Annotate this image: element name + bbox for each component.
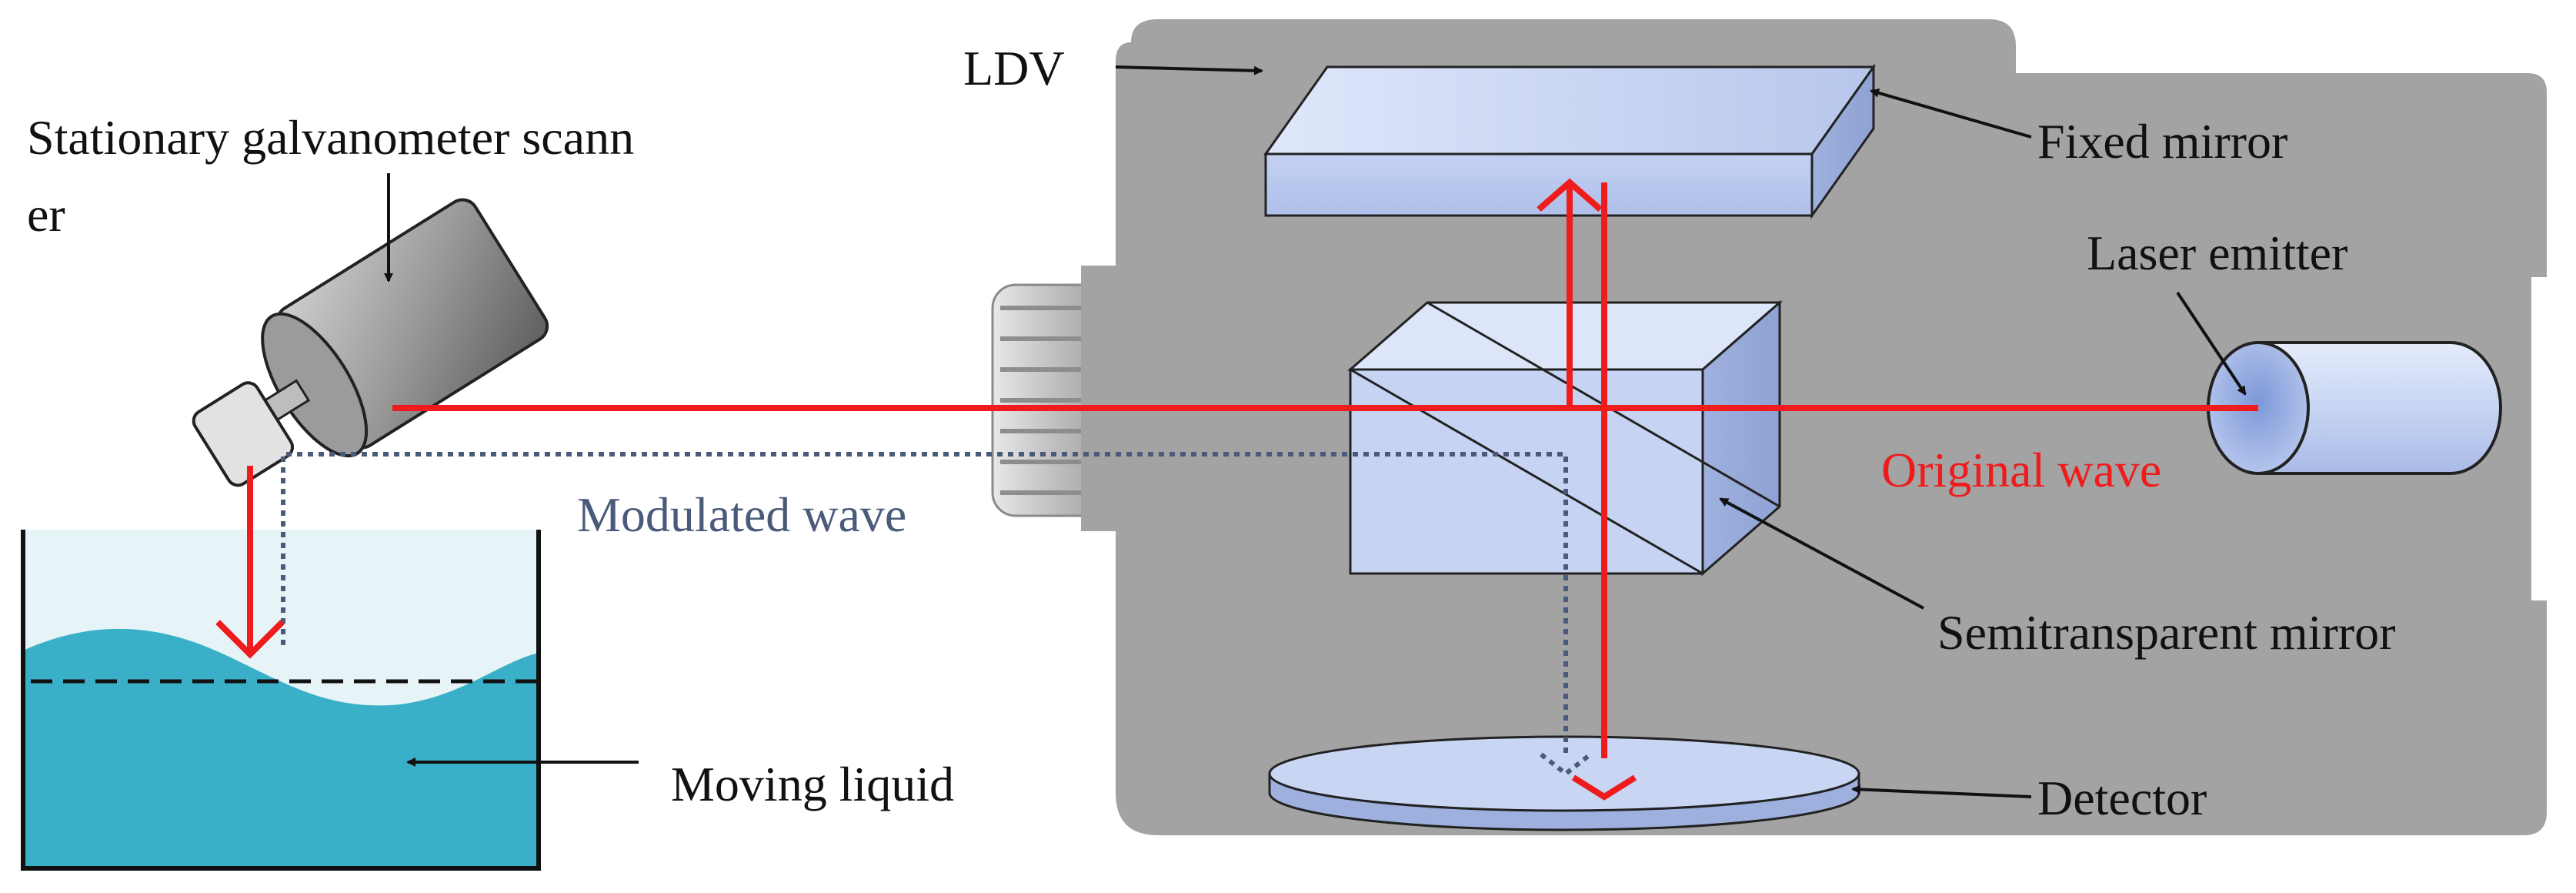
- modulated-wave-path: [281, 452, 1592, 777]
- pointer-arrows: [384, 65, 2247, 798]
- label-detector: Detector: [2037, 771, 2207, 825]
- label-laser-emitter: Laser emitter: [2087, 226, 2347, 280]
- detector: [1268, 735, 1860, 831]
- label-original-wave: Original wave: [1881, 443, 2161, 497]
- laser-beam: [215, 178, 2258, 801]
- label-scanner-line1: Stationary galvanometer scann: [27, 110, 634, 165]
- label-fixed-mirror: Fixed mirror: [2037, 114, 2287, 169]
- label-modulated-wave: Modulated wave: [577, 487, 906, 542]
- label-scanner-line2: er: [27, 187, 65, 242]
- label-ldv: LDV: [963, 41, 1065, 95]
- semitransparent-mirror: [1346, 299, 1784, 577]
- galvanometer-scanner: [192, 198, 549, 487]
- fixed-mirror: [1263, 63, 1876, 219]
- label-moving-liquid: Moving liquid: [671, 757, 954, 811]
- ldv-housing: [991, 19, 2547, 835]
- label-semitransparent-mirror: Semitransparent mirror: [1937, 605, 2395, 660]
